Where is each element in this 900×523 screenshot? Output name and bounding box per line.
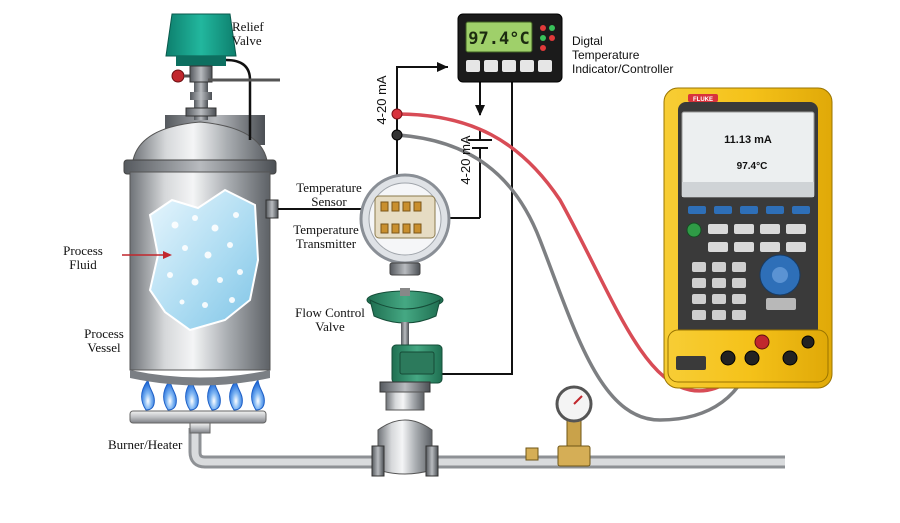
calibrator-reading-ma: 11.13 mA [724,134,772,146]
flow-control-valve-icon [366,288,444,477]
calibrator-reading-temp: 97.4°C [737,161,768,172]
loop-current-label-side: 4-20 mA [458,135,473,184]
temperature-controller-icon [457,13,563,83]
gray-test-lead [396,133,754,422]
controller-label: Digtal Temperature Indicator/Controller [572,34,674,76]
controller-display-value: 97.4°C [468,29,529,49]
burner-heater [129,378,267,434]
process-fluid-window [148,188,260,332]
pressure-gauge-icon [525,385,593,467]
calibrator-icon [663,87,833,389]
signal-wiring [396,62,513,375]
process-pipe [188,428,785,469]
flame-icon [141,378,265,411]
burner-heater-label: Burner/Heater [108,437,183,452]
calibrator-brand: FLUKE [693,97,713,103]
temperature-transmitter-icon [359,173,451,276]
relief-valve-icon [165,13,280,140]
loop-current-label-top: 4-20 mA [374,75,389,124]
